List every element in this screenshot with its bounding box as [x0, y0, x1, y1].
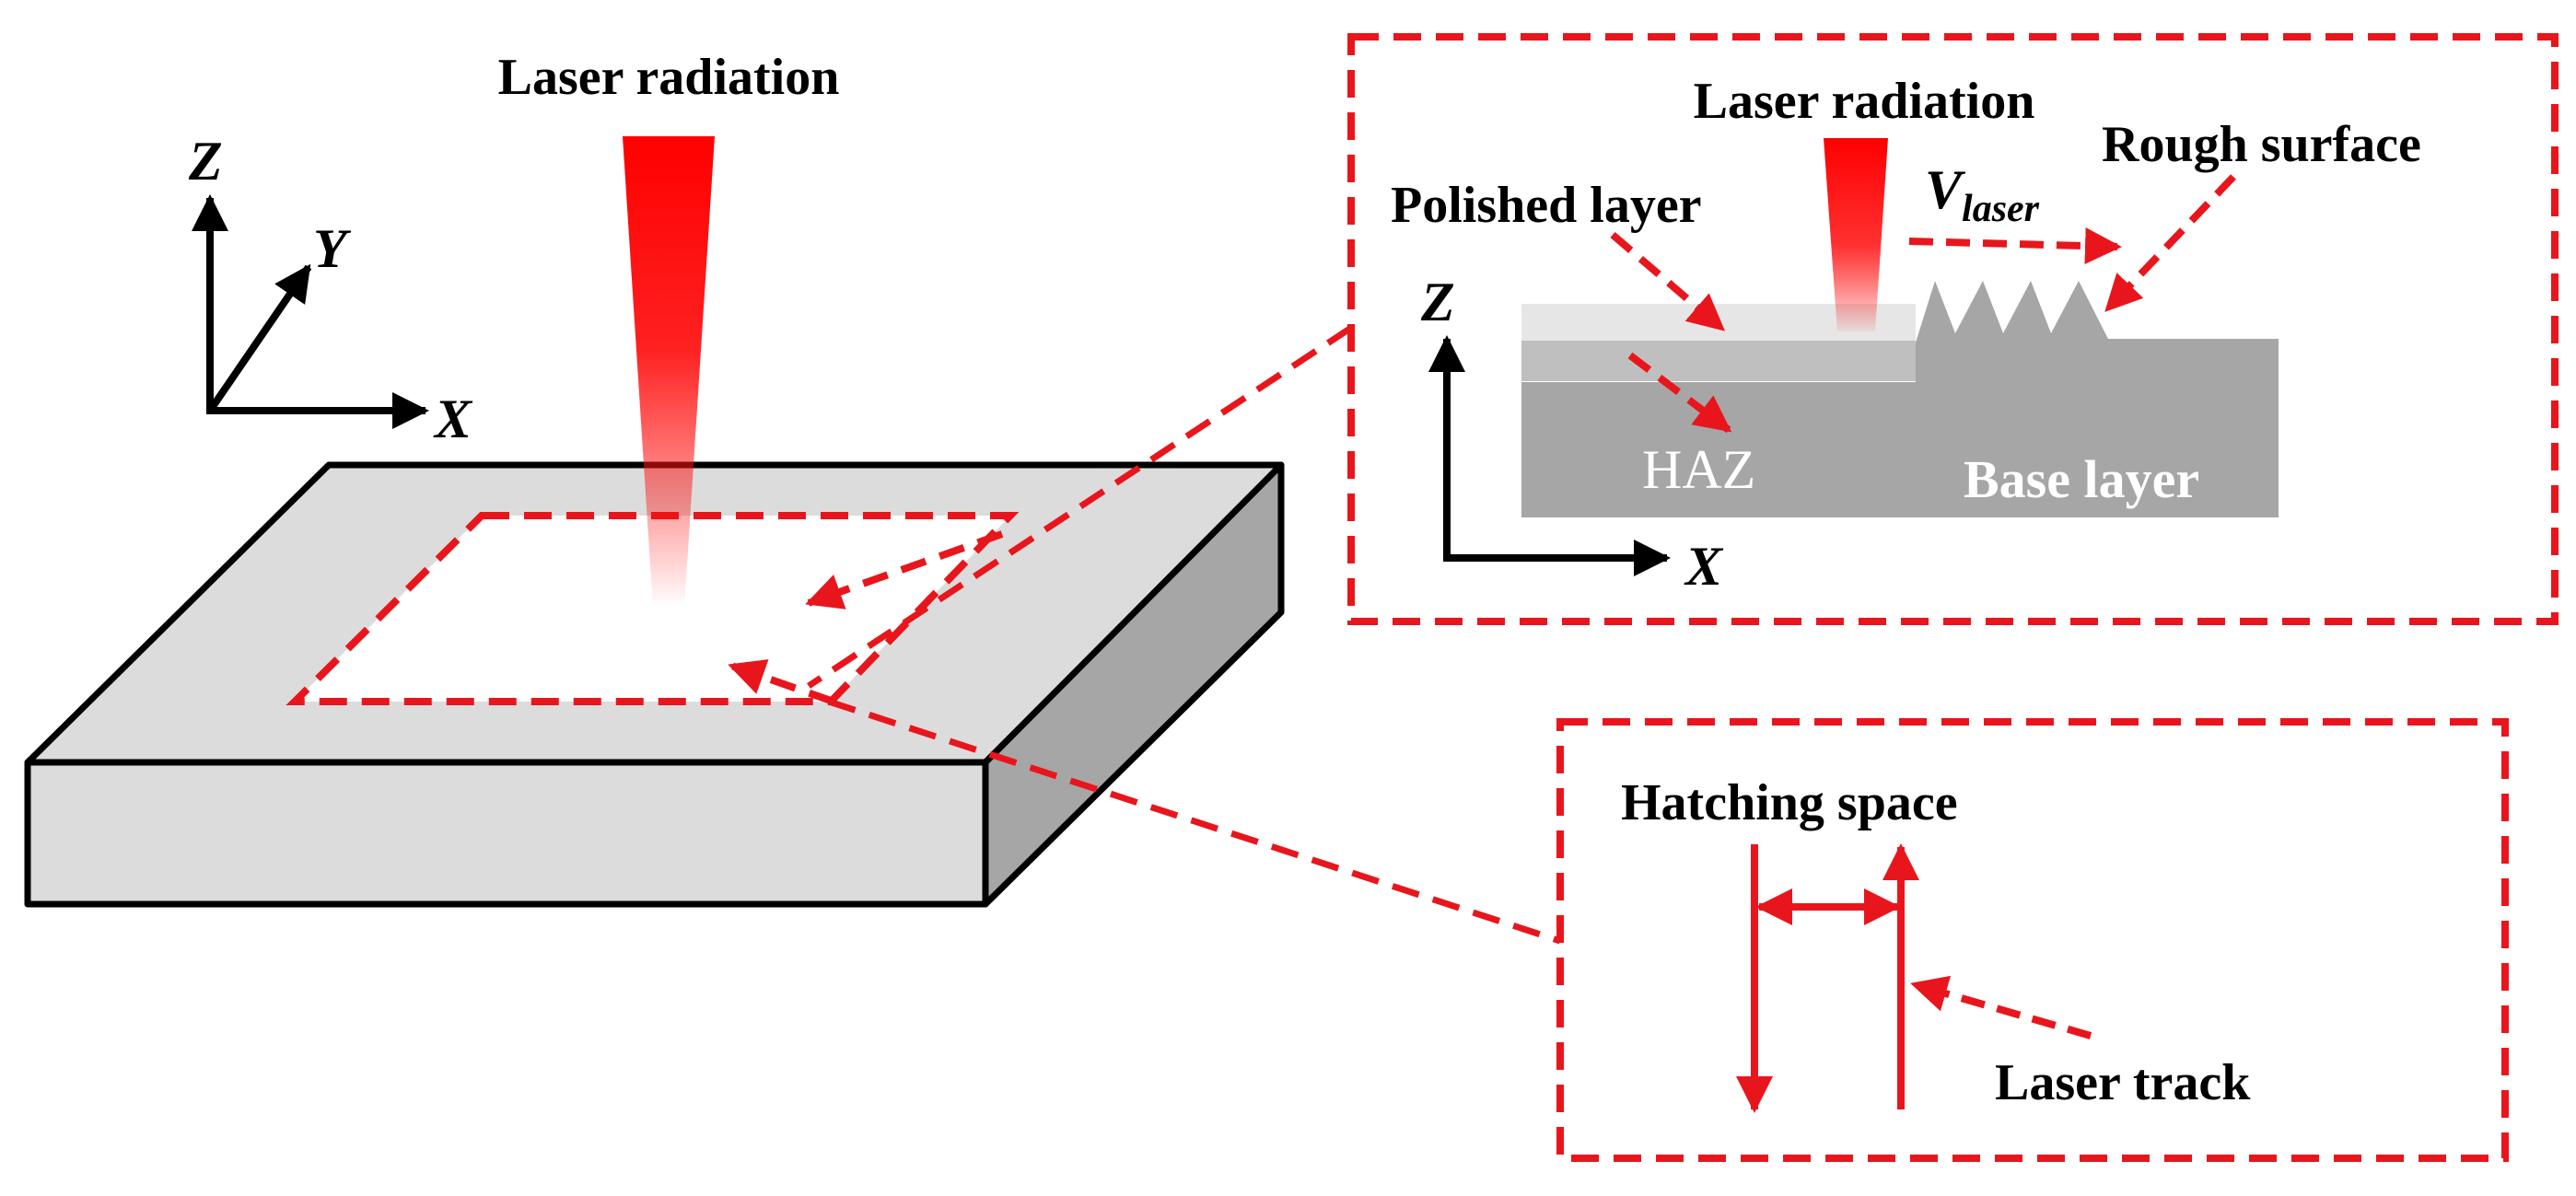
inset-axes: Z X	[1420, 272, 1724, 597]
main-z-label: Z	[188, 131, 223, 192]
main-y-axis	[206, 263, 312, 413]
plate-front-face	[24, 759, 989, 908]
main-y-label: Y	[313, 218, 352, 279]
velocity-subscript: laser	[1962, 188, 2040, 230]
rough-surface-label: Rough surface	[2102, 116, 2421, 173]
inset-z-label: Z	[1420, 272, 1455, 332]
velocity-arrow	[1908, 227, 2122, 265]
haz-layer	[1521, 339, 1916, 381]
inset-laser-beam	[1824, 138, 1888, 331]
main-x-label: X	[433, 389, 473, 449]
zoom-line-bottom	[827, 698, 1562, 945]
main-laser-label: Laser radiation	[498, 49, 840, 106]
hatching-space-label: Hatching space	[1621, 774, 1958, 831]
velocity-label: Vlaser	[1925, 159, 2040, 230]
haz-pointer	[1627, 352, 1732, 434]
polished-layer-label: Polished layer	[1391, 177, 1702, 234]
base-layer-label: Base layer	[1964, 449, 2199, 509]
zoom-line-top-1	[807, 325, 1353, 689]
scan-direction-arrow-1	[805, 530, 1004, 610]
scan-direction-arrow-2	[728, 659, 835, 705]
plate-right-face	[982, 461, 1285, 908]
velocity-symbol: V	[1925, 159, 1966, 220]
polished-layer-pointer	[1610, 231, 1726, 332]
laser-track-label: Laser track	[1995, 1054, 2251, 1111]
haz-label: HAZ	[1642, 439, 1755, 500]
base-layer-block	[1521, 281, 2279, 517]
main-axes: Z Y X	[188, 131, 473, 449]
main-laser-beam	[623, 136, 715, 608]
inset-x-label: X	[1684, 536, 1724, 597]
inset-laser-label: Laser radiation	[1694, 73, 2035, 130]
laser-track-pointer	[1910, 975, 2092, 1039]
rough-surface-pointer	[2104, 174, 2236, 312]
